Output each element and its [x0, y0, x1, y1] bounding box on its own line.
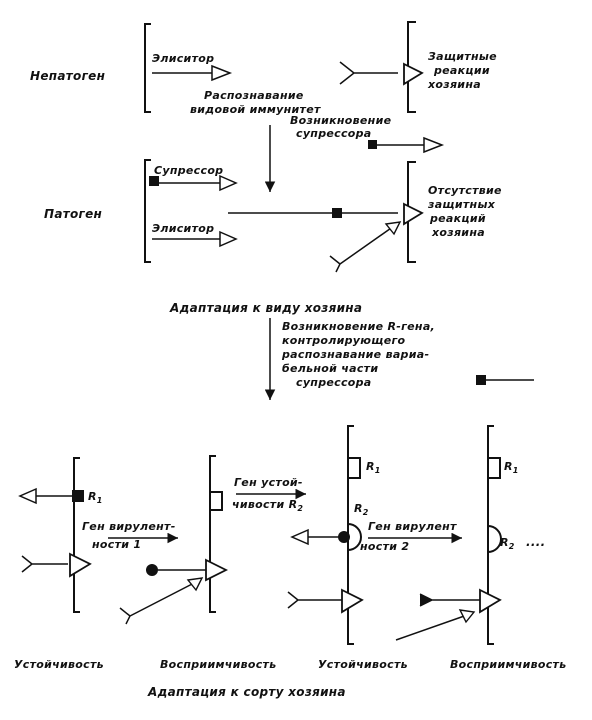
host-fork-top: [339, 61, 398, 85]
host4-receptor-triangle: [479, 588, 502, 614]
r-gene-line4: бельной части: [282, 362, 378, 375]
no-defense-line3: реакций: [429, 212, 486, 225]
bottom-label-4: Восприимчивость: [450, 658, 566, 671]
suppressor-square-top: [368, 140, 377, 149]
host1-r1: R1: [88, 490, 103, 505]
species-immunity-line2: видовой иммунитет: [190, 103, 321, 116]
host2-receptor-triangle: [205, 558, 229, 582]
host3-receptor-triangle: [341, 588, 364, 614]
host4-incoming-arrowhead: [458, 609, 476, 624]
receptor-triangle-top: [403, 62, 424, 86]
host4-r2: R2: [500, 536, 515, 551]
bottom-label-2: Восприимчивость: [160, 658, 276, 671]
adapt-variety-label: Адаптация к сорту хозяина: [147, 685, 346, 699]
elicitor-mid-label: Элиситор: [152, 222, 214, 235]
suppressor-square: [149, 176, 159, 186]
host1-fork: [21, 555, 68, 573]
virulence-gene1-line2: ности 1: [92, 538, 141, 551]
host3-r2-socket: [347, 523, 362, 551]
suppressor-emergence-line1: Возникновение: [290, 114, 392, 127]
virulence-gene2-line1: Ген вирулент: [368, 520, 457, 533]
no-defense-line2: защитных: [427, 198, 496, 211]
resistance-gene-line2: чивости R2: [232, 498, 303, 513]
receptor-triangle-mid: [403, 202, 424, 226]
host1-signal-arrowhead: [18, 487, 37, 505]
species-immunity-line1: Распознавание: [204, 89, 304, 102]
bottom-label-1: Устойчивость: [14, 658, 104, 671]
host-fork-mid: [329, 225, 395, 273]
r-gene-line2: контролирующего: [282, 334, 405, 347]
host3-bound-dot: [338, 531, 350, 543]
virulence-gene1-line1: Ген вирулент-: [82, 520, 176, 533]
suppressor-emergence-arrowhead: [423, 136, 445, 154]
host3-fork: [287, 591, 342, 609]
r-gene-line5: супрессора: [296, 376, 372, 389]
host4-r2-socket: [487, 525, 502, 553]
defense-reactions-line2: реакции: [433, 64, 490, 77]
no-defense-line1: Отсутствие: [428, 184, 502, 197]
no-defense-line4: хозяина: [431, 226, 485, 239]
host4-bracket: [487, 425, 494, 645]
defense-reactions-line3: хозяина: [427, 78, 481, 91]
host3-signal-arrowhead: [290, 528, 309, 546]
pathogen-bracket: [144, 159, 151, 263]
host2-bracket: [209, 455, 216, 613]
host3-r2: R2: [354, 502, 369, 517]
host4-incoming-line: [395, 613, 471, 641]
nonpathogen-bracket: [144, 23, 151, 113]
adapt-species-label: Адаптация к виду хозяина: [169, 301, 362, 315]
host4-fork-head: [420, 594, 432, 606]
ellipsis: ....: [526, 535, 545, 549]
host3-r1: R1: [366, 460, 381, 475]
host4-r1-notch: [488, 457, 501, 479]
pathogen-label: Патоген: [44, 207, 102, 221]
bottom-label-3: Устойчивость: [318, 658, 408, 671]
host-fork-mid-arrowhead: [384, 221, 402, 236]
suppressor-square-host: [332, 208, 342, 218]
host1-bracket: [73, 457, 80, 613]
elicitor-mid-arrowhead: [219, 230, 238, 248]
elicitor-top-arrowhead: [211, 64, 233, 82]
r-gene-line3: распознавание вариа-: [281, 348, 429, 361]
suppressor-square-r: [476, 375, 486, 385]
host3-r1-notch: [348, 457, 361, 479]
host4-r1: R1: [504, 460, 519, 475]
nonpathogen-label: Непатоген: [30, 69, 105, 83]
host2-r1-notch: [210, 491, 223, 511]
suppressor-emergence-line2: супрессора: [296, 127, 372, 140]
host2-suppressor-dot: [146, 564, 158, 576]
defense-reactions-line1: Защитные: [428, 50, 497, 63]
r1-receptor-block-1: [72, 490, 84, 502]
suppressor-label: Супрессор: [154, 164, 223, 177]
resistance-gene-line1: Ген устой-: [234, 476, 303, 489]
virulence-gene2-line2: ности 2: [360, 540, 409, 553]
suppressor-arrowhead: [219, 174, 238, 192]
host1-receptor-triangle: [69, 552, 92, 578]
elicitor-top-label: Элиситор: [152, 52, 214, 65]
host2-fork: [119, 581, 197, 625]
r-gene-line1: Возникновение R-гена,: [282, 320, 435, 333]
host2-fork-arrowhead: [186, 577, 204, 592]
